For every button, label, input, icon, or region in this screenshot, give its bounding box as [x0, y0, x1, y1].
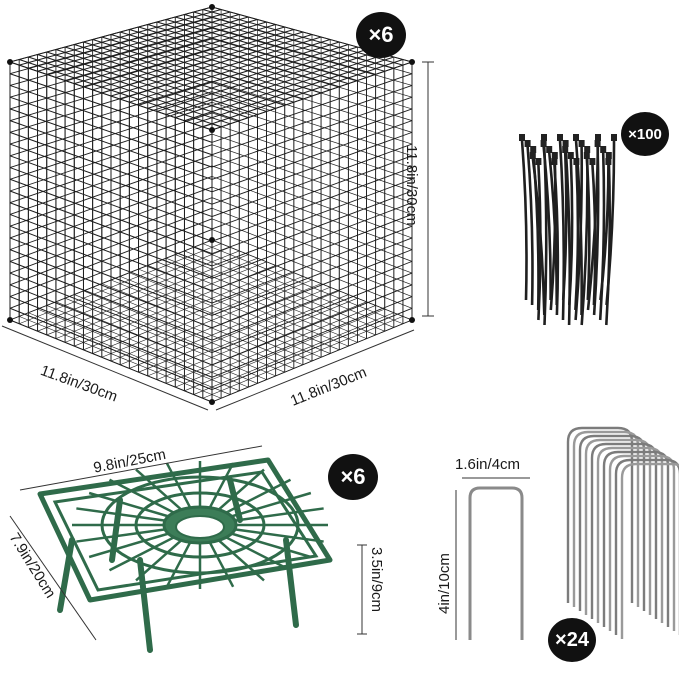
cube-height-label: 11.8in/30cm [403, 145, 420, 226]
support-dimension-lines [9, 445, 367, 641]
support-height-label: 3.5in/9cm [368, 547, 385, 613]
staples-quantity-badge: ×24 [548, 618, 596, 662]
wire-mesh-cube [7, 4, 415, 405]
cable-ties-bundle [519, 134, 617, 326]
cube-quantity: ×6 [368, 22, 394, 47]
support-quantity-badge: ×6 [328, 454, 378, 500]
plant-support-stand [37, 457, 333, 653]
ties-quantity-badge: ×100 [621, 112, 669, 156]
garden-staples [455, 426, 679, 640]
staples-quantity: ×24 [555, 628, 589, 651]
ties-quantity: ×100 [628, 125, 662, 143]
staple-height-label: 4in/10cm [436, 553, 453, 614]
cube-quantity-badge: ×6 [356, 12, 406, 58]
support-quantity: ×6 [340, 464, 366, 489]
cube-dimension-lines [1, 61, 434, 411]
staple-width-label: 1.6in/4cm [455, 456, 521, 473]
